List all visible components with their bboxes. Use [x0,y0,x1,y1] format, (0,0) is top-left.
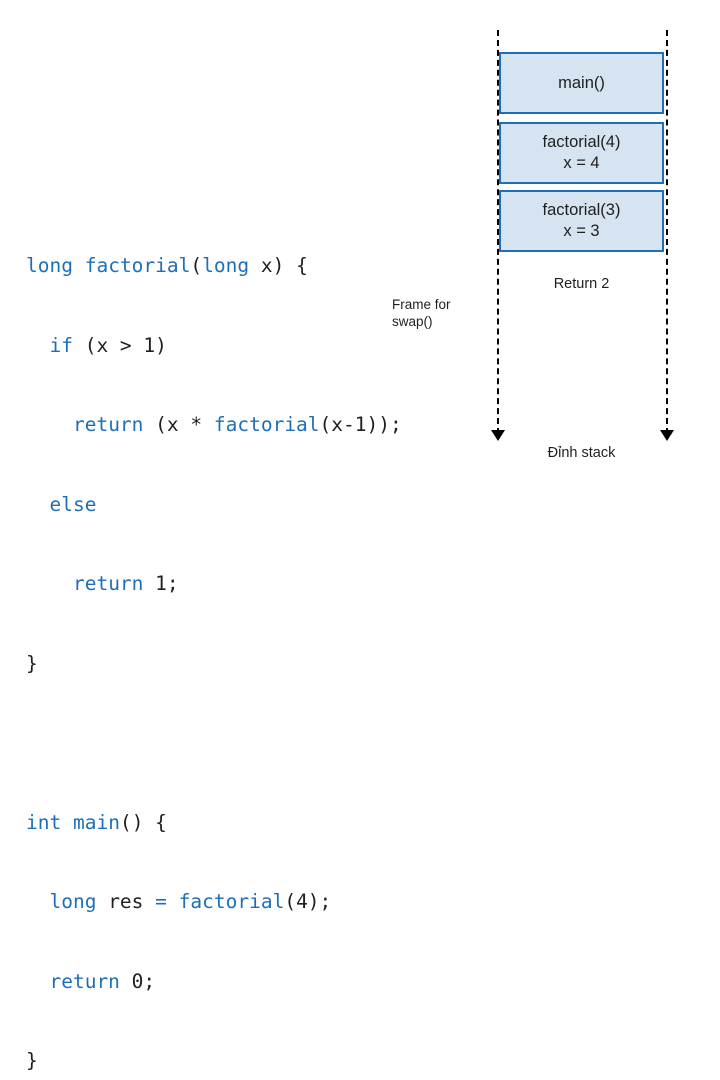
code-token: ( [190,254,203,277]
code-line: long factorial(long x) { [26,253,402,280]
frame-for-swap-line1: Frame for [392,297,451,312]
code-token [26,413,73,436]
code-token [73,254,85,277]
code-token: long [26,254,73,277]
stack-frame-factorial3-title: factorial(3) [542,201,621,219]
code-line: return (x * factorial(x-1)); [26,412,402,439]
code-token [26,334,49,357]
code-token: int [26,810,62,834]
frame-for-swap-annotation: Frame for swap() [392,296,478,330]
code-token: } [26,1049,38,1072]
stack-frame-factorial4: factorial(4) x = 4 [499,122,664,184]
code-token: (x * [143,413,214,436]
code-token [167,890,179,913]
code-token: 0; [119,969,156,993]
code-line: long res = factorial(4); [26,889,402,916]
code-token: 1; [143,572,179,595]
stack-top-label: Đỉnh stack [547,445,616,461]
code-token: factorial [213,413,320,436]
call-stack-diagram: main() factorial(4) x = 4 factorial(3) x… [491,30,674,470]
code-token: return [49,969,120,993]
stack-boundary-right [666,30,668,434]
code-line [26,730,402,757]
code-token: main [72,810,120,834]
code-line: if (x > 1) [26,333,402,360]
code-token: return [72,413,144,436]
code-token: long [49,890,97,913]
stack-arrow-left-icon [491,430,505,441]
code-line: } [26,651,402,678]
code-token: x) { [249,254,308,277]
code-token: = [155,890,167,913]
code-line: int main() { [26,810,402,837]
code-token [26,970,49,993]
code-token [61,811,73,834]
frame-for-swap-line2: swap() [392,314,433,329]
slide-canvas: long factorial(long x) { if (x > 1) retu… [26,30,674,1072]
stack-arrow-right-icon [660,430,674,441]
stack-frame-factorial4-sub: x = 4 [563,154,600,172]
code-token: return [72,572,144,595]
code-line: return 0; [26,969,402,996]
code-token: (x-1)); [319,413,402,436]
code-token: res [96,890,156,913]
code-token: factorial [178,890,285,913]
code-token: } [26,651,38,675]
code-token [26,572,73,595]
code-token [26,493,49,516]
code-token: factorial [84,254,191,277]
stack-frame-factorial4-title: factorial(4) [542,133,621,151]
code-token [26,731,38,754]
code-token: else [49,492,97,516]
stack-return-label: Return 2 [553,276,610,292]
code-block: long factorial(long x) { if (x > 1) retu… [26,200,402,1080]
stack-frame-main-title: main() [558,73,605,92]
code-token [26,890,49,913]
code-line: else [26,492,402,519]
stack-boundary-left [497,30,499,434]
code-token: long [202,254,250,277]
code-token: if [49,333,73,357]
code-token: (x > 1) [72,333,167,357]
code-line: return 1; [26,571,402,598]
stack-frame-main: main() [499,52,664,114]
stack-frame-factorial3-sub: x = 3 [563,222,600,240]
stack-frame-factorial3: factorial(3) x = 3 [499,190,664,252]
code-token: (4); [284,890,332,913]
code-line: } [26,1048,402,1075]
code-token: () { [119,810,167,834]
